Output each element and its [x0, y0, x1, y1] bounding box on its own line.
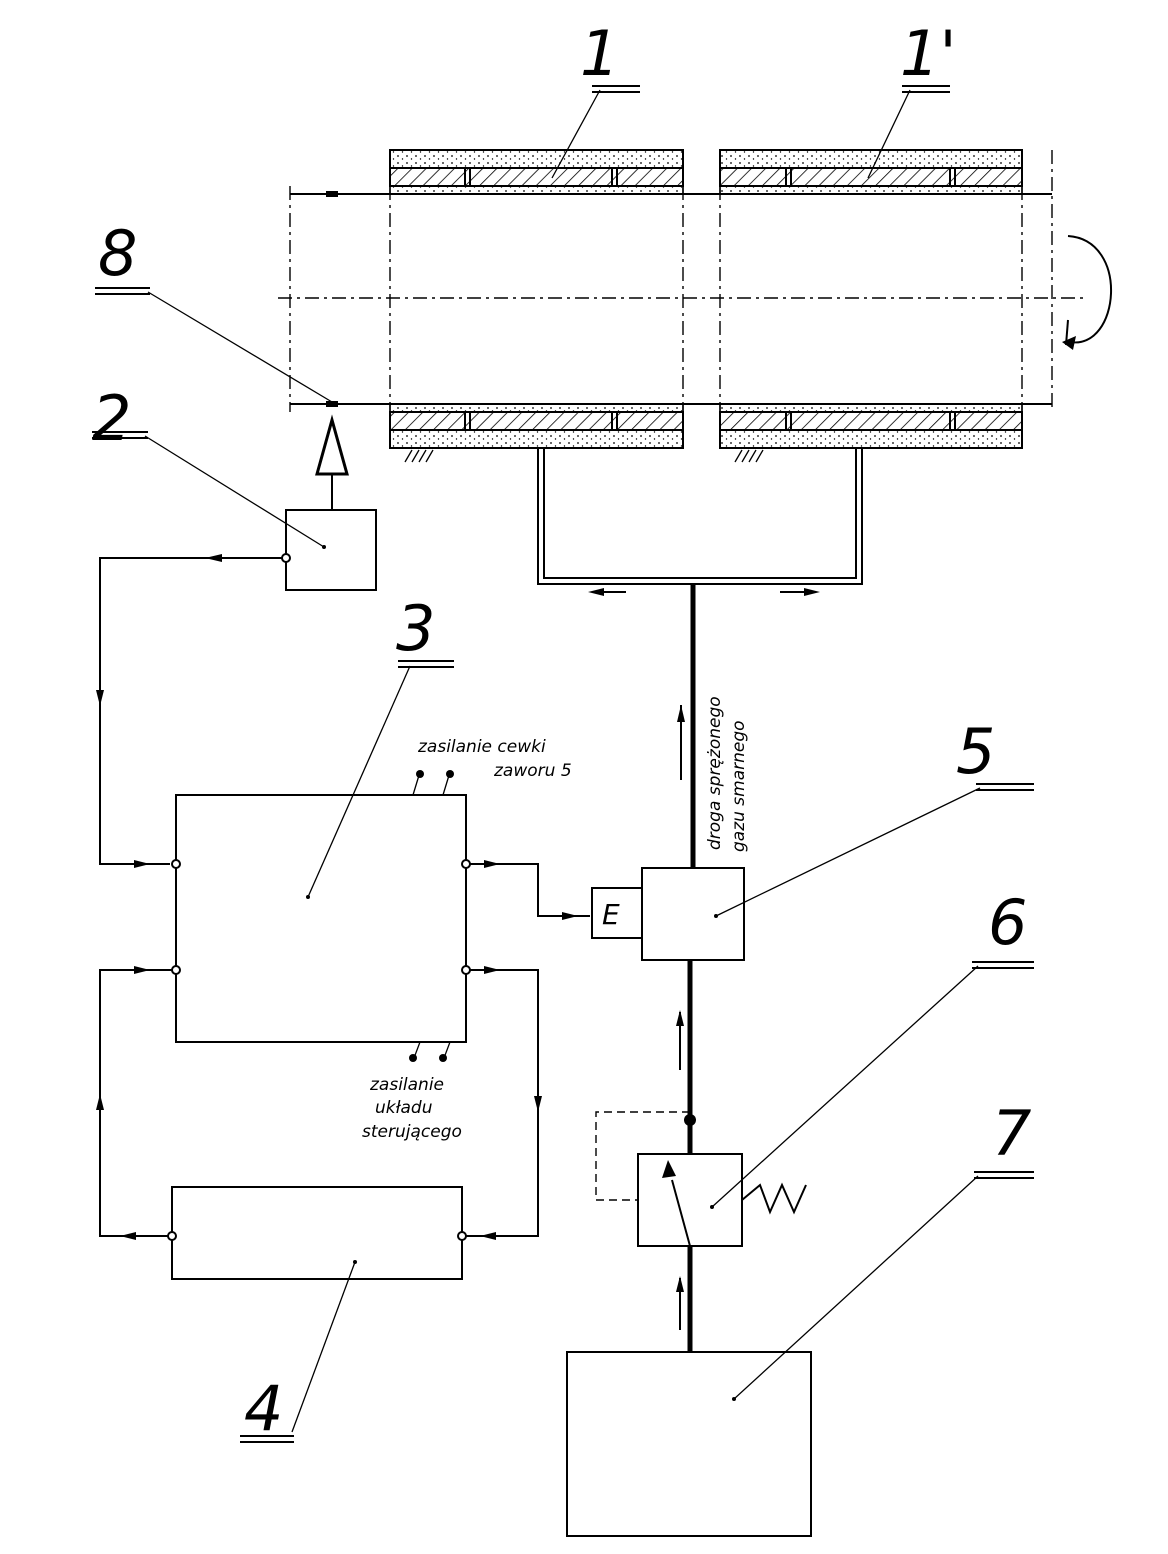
label-1-prime: 1'	[867, 17, 957, 179]
signal-line-4-to-3	[96, 966, 172, 1240]
valve-5: E 5	[591, 715, 1034, 961]
svg-text:droga sprężonego: droga sprężonego	[705, 696, 725, 850]
gas-line-7-to-6	[676, 1246, 693, 1352]
svg-text:2: 2	[92, 382, 131, 455]
signal-line-3-to-5	[470, 860, 590, 920]
svg-text:8: 8	[98, 217, 137, 290]
svg-text:3: 3	[396, 592, 435, 665]
controller-3: 3	[171, 592, 471, 1062]
svg-text:zasilanie: zasilanie	[369, 1075, 444, 1095]
bearing-1	[389, 149, 684, 463]
svg-text:7: 7	[992, 1097, 1031, 1170]
rotation-arrow-icon	[1062, 235, 1113, 350]
svg-text:zasilanie cewki: zasilanie cewki	[417, 737, 546, 757]
gas-path-label: droga sprężonego gazu smarnego	[705, 696, 749, 852]
unit-4: 4	[167, 1186, 467, 1445]
signal-line-3-to-4	[466, 966, 542, 1240]
svg-text:5: 5	[956, 715, 995, 788]
svg-text:E: E	[602, 898, 620, 931]
svg-text:zaworu 5: zaworu 5	[493, 761, 572, 781]
label-1: 1	[551, 17, 640, 179]
svg-text:gazu smarnego: gazu smarnego	[729, 720, 749, 852]
unit-2: 2	[92, 382, 377, 591]
svg-text:1: 1	[580, 17, 619, 90]
gas-supply-manifold	[537, 448, 863, 868]
signal-line-2-to-3	[96, 554, 282, 868]
svg-text:4: 4	[244, 1372, 283, 1445]
gas-source-7: 7	[566, 1097, 1034, 1537]
sensor-arrow-icon	[315, 414, 349, 510]
bearing-1-prime	[719, 149, 1023, 463]
pressure-valve-6: 6	[637, 886, 1034, 1247]
gas-line-6-to-5	[595, 960, 696, 1201]
control-supply-label: zasilanie układu sterującego	[362, 1075, 462, 1142]
coil-supply-label: zasilanie cewki zaworu 5	[417, 737, 572, 781]
svg-text:1': 1'	[900, 17, 957, 90]
svg-text:sterującego: sterującego	[362, 1122, 462, 1142]
svg-text:6: 6	[988, 886, 1027, 959]
svg-text:układu: układu	[375, 1098, 433, 1118]
label-8: 8	[95, 217, 333, 403]
